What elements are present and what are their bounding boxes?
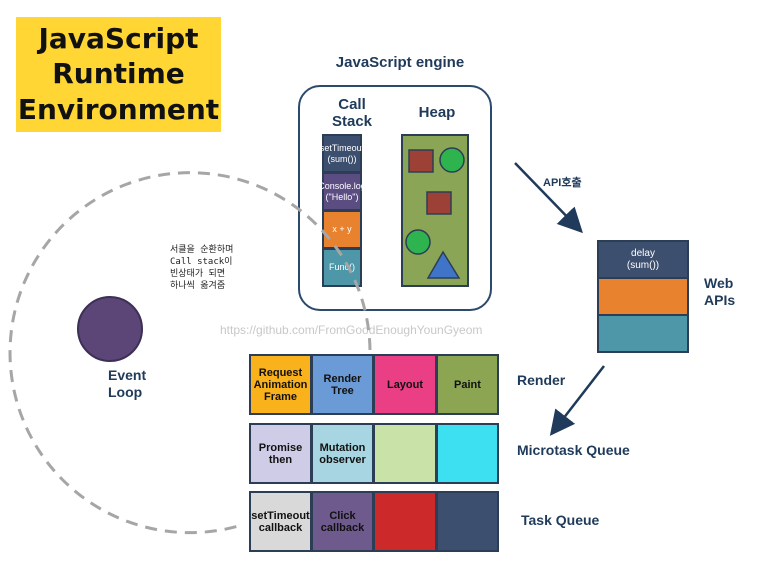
queue-cell bbox=[436, 423, 499, 484]
queue-name: Render bbox=[517, 372, 566, 388]
call-stack-frame: setTimeout (sum()) bbox=[320, 134, 364, 173]
call-stack-title: Call Stack bbox=[331, 96, 373, 130]
title-line-2: Runtime bbox=[52, 57, 185, 90]
heap-object-square bbox=[426, 191, 452, 215]
call-stack-frame: Console.log ("Hello") bbox=[318, 172, 366, 211]
callback-arrow bbox=[549, 365, 605, 436]
queue-name: Microtask Queue bbox=[517, 442, 630, 458]
queue-cell bbox=[436, 491, 499, 552]
queue-cell: Render Tree bbox=[311, 354, 374, 415]
api-call-label: API호출 bbox=[543, 177, 582, 189]
web-api-cell bbox=[597, 314, 689, 353]
watermark: https://github.com/FromGoodEnoughYounGye… bbox=[220, 323, 483, 337]
queue-cell: Click callback bbox=[311, 491, 374, 552]
web-apis-title: Web APIs bbox=[704, 275, 736, 308]
event-loop-note: 서클을 순환하며 Call stack이 빈상태가 되면 하나씩 옮겨줌 bbox=[170, 245, 234, 291]
event-loop-label: Event Loop bbox=[108, 367, 147, 400]
queue-name: Task Queue bbox=[521, 512, 600, 528]
event-loop-circle bbox=[77, 296, 143, 362]
title-line-1: JavaScript bbox=[38, 22, 199, 55]
engine-title: JavaScript engine bbox=[335, 54, 465, 71]
title-line-3: Environment bbox=[17, 93, 220, 126]
queue-cell: Request Animation Frame bbox=[249, 354, 312, 415]
heap-title: Heap bbox=[418, 104, 456, 121]
queue-cell: Promise then bbox=[249, 423, 312, 484]
heap-object-square bbox=[408, 149, 434, 173]
queue-cell: setTimeout callback bbox=[249, 491, 312, 552]
title-banner: JavaScript Runtime Environment bbox=[16, 17, 221, 132]
heap-object-triangle bbox=[426, 250, 461, 279]
heap-object-circle bbox=[405, 229, 431, 255]
heap-object-circle bbox=[439, 147, 465, 173]
queue-cell: Paint bbox=[436, 354, 499, 415]
api-call-arrow bbox=[514, 162, 583, 234]
event-loop-path bbox=[8, 171, 372, 535]
